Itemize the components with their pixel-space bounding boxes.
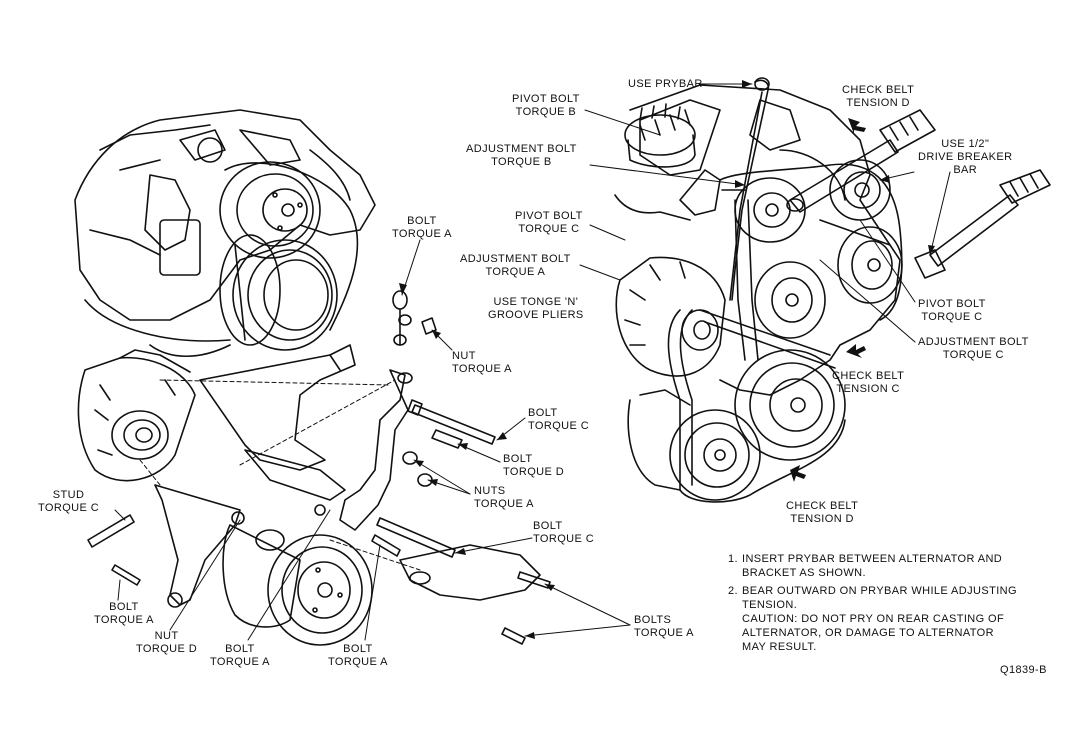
leader-arrowheads-left — [399, 283, 555, 639]
alternator-left — [77, 349, 196, 482]
bolt-torque-c-mid-part — [407, 399, 496, 445]
prybar — [729, 77, 770, 301]
label-use-tongue-groove-pliers: USE TONGE 'N'GROOVE PLIERS — [488, 296, 584, 321]
power-steering-pulley-right — [627, 389, 761, 501]
bolt-torque-d-part — [431, 429, 463, 449]
power-steering-pump — [222, 524, 373, 646]
bolt-parts-lower — [111, 504, 551, 645]
serpentine-belt-right — [667, 163, 903, 503]
lower-bracket — [154, 449, 541, 608]
crankshaft-pulley-right — [734, 349, 846, 461]
crank-pulley-right-upper — [829, 159, 891, 221]
instruction-notes: 1. INSERT PRYBAR BETWEEN ALTERNATOR AND … — [728, 552, 1068, 654]
drive-belt-left — [149, 162, 359, 358]
water-pump-pulley — [219, 161, 321, 259]
water-pump-pulley-right — [754, 261, 826, 339]
leader-lines-right — [579, 83, 951, 343]
bolt-torque-c-low-part — [376, 517, 456, 558]
idler-pulley-top — [734, 177, 806, 243]
note-item: 1. INSERT PRYBAR BETWEEN ALTERNATOR AND … — [728, 553, 1003, 579]
leader-arrowheads-right — [735, 80, 935, 255]
drive-breaker-bar-upper — [786, 109, 936, 213]
alternator-right — [615, 256, 726, 377]
nut-parts — [392, 290, 437, 487]
assembly-guide-lines — [139, 379, 421, 571]
crankshaft-pulley-left — [219, 234, 338, 351]
figure-id: Q1839-B — [1000, 664, 1047, 676]
distributor — [624, 103, 696, 168]
engine-block-left — [74, 109, 376, 342]
drive-breaker-bar-lower — [914, 169, 1051, 279]
engine-block-right — [614, 84, 901, 396]
tension-arrows — [790, 118, 866, 482]
alternator-bracket — [199, 344, 413, 531]
label-use-prybar: USE PRYBAR — [628, 78, 703, 90]
note-item: 2. BEAR OUTWARD ON PRYBAR WHILE ADJUSTIN… — [728, 585, 1017, 653]
